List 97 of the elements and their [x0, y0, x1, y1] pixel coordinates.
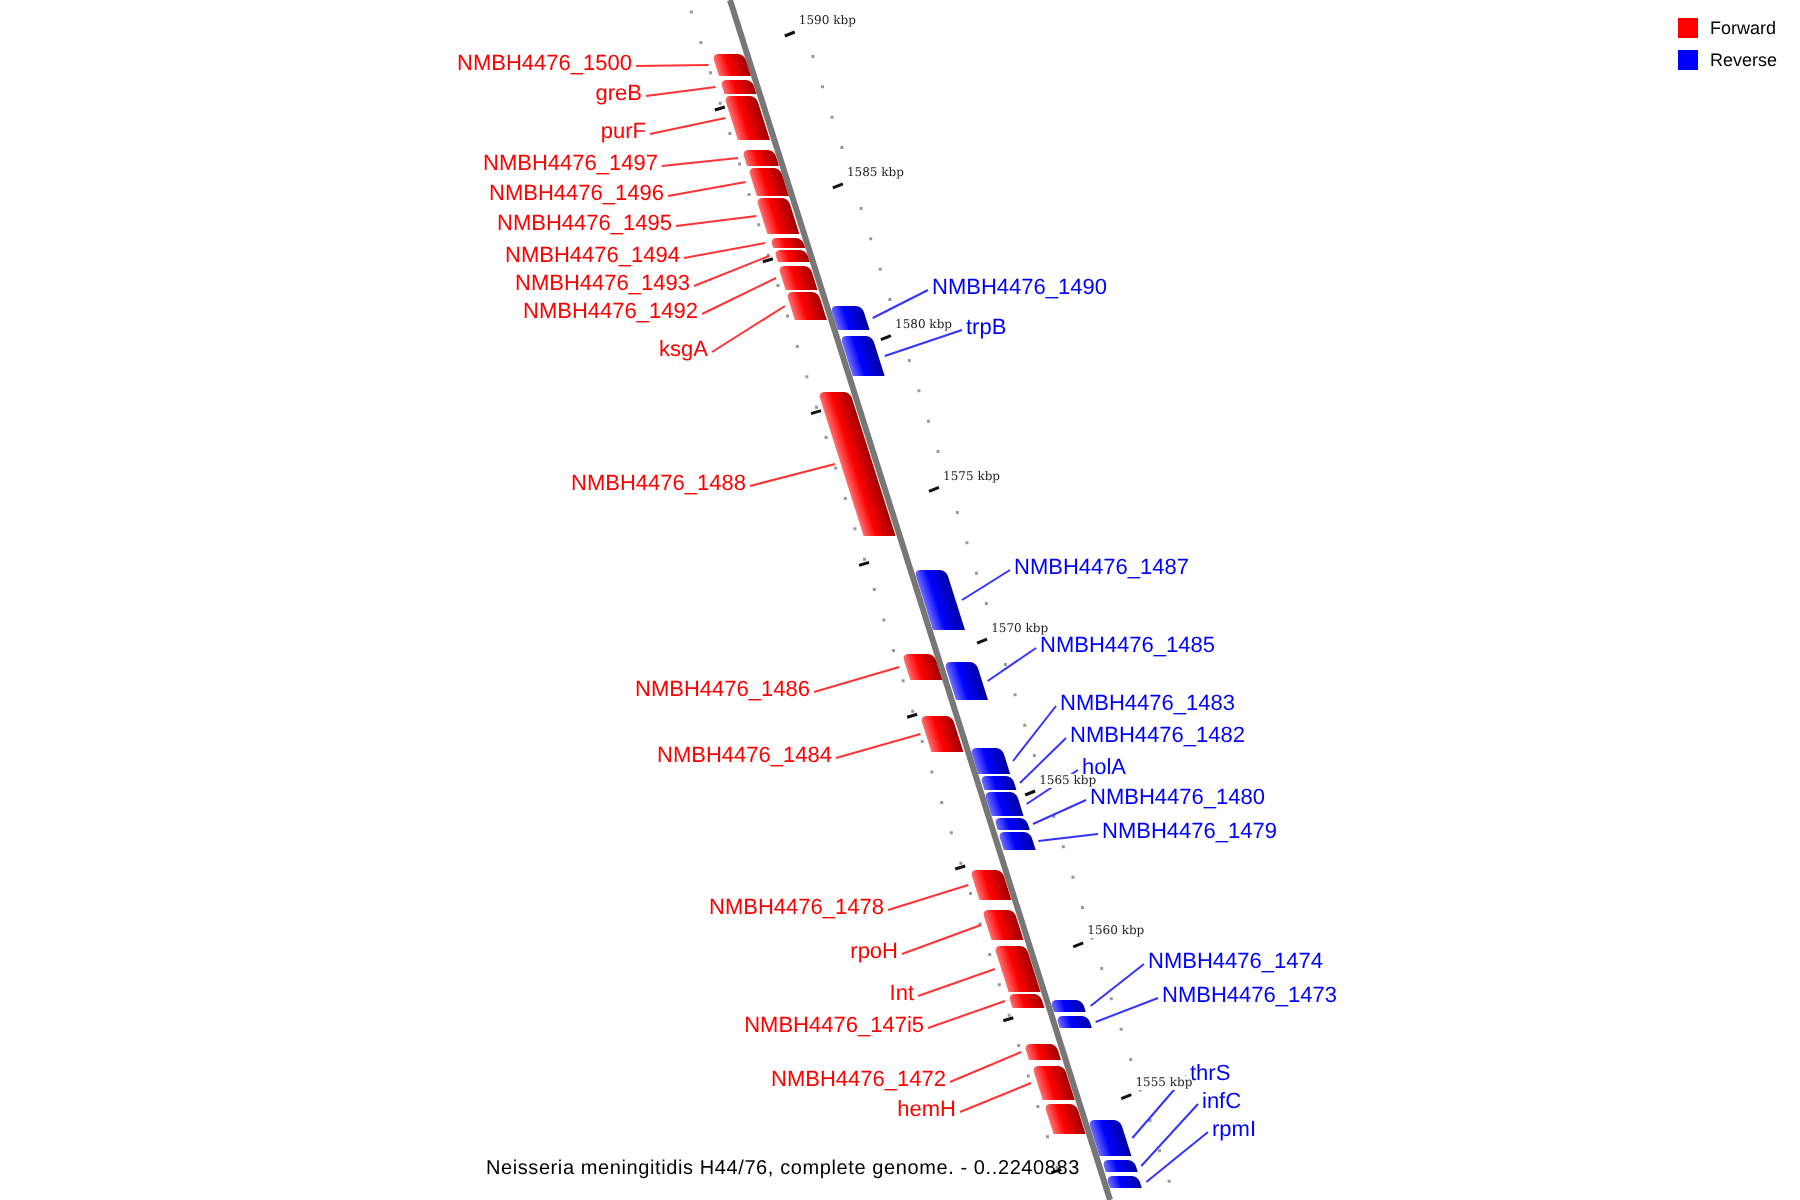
gene-block	[724, 96, 771, 140]
gene-block	[997, 832, 1036, 850]
gene-block	[969, 870, 1011, 900]
gene-block	[970, 748, 1012, 774]
gene-label: NMBH4476_1486	[635, 678, 810, 704]
gene-label: thrS	[1190, 1062, 1231, 1088]
leader-line	[813, 666, 901, 693]
leader-line	[635, 64, 710, 67]
leader-line	[887, 884, 970, 911]
gene-block	[1101, 1160, 1138, 1172]
gene-label: NMBH4476_147i5	[744, 1014, 924, 1040]
gene-label: NMBH4476_1492	[523, 300, 698, 326]
gene-label: rpmI	[1212, 1118, 1256, 1144]
gene-label: NMBH4476_1479	[1102, 820, 1277, 846]
gene-label: rpoH	[850, 940, 898, 966]
gene-block	[711, 54, 751, 76]
gene-label: NMBH4476_1488	[571, 472, 746, 498]
leader-line	[901, 924, 982, 955]
gene-label: NMBH4476_1485	[1040, 634, 1215, 660]
gene-block	[920, 716, 965, 752]
leader-line	[1019, 737, 1067, 784]
gene-label: trpB	[966, 316, 1007, 342]
leader-line	[749, 463, 836, 487]
gene-block	[778, 266, 818, 290]
gene-block	[1008, 994, 1046, 1008]
leader-line	[986, 647, 1037, 682]
gene-block	[1088, 1120, 1133, 1156]
leader-line	[917, 968, 996, 997]
gene-block	[786, 292, 828, 320]
gene-block	[982, 910, 1024, 940]
gene-label: NMBH4476_1472	[771, 1068, 946, 1094]
gene-label: NMBH4476_1483	[1060, 692, 1235, 718]
leader-line	[661, 157, 740, 167]
leader-line	[961, 569, 1011, 601]
gene-block	[747, 168, 789, 196]
leader-line	[711, 305, 786, 353]
gene-block	[1050, 1000, 1087, 1012]
gene-label: NMBH4476_1497	[483, 152, 658, 178]
leader-line	[927, 1000, 1006, 1029]
gene-label: infC	[1202, 1090, 1242, 1116]
gene-block	[719, 80, 756, 94]
gene-block	[914, 570, 966, 630]
leader-line	[949, 1051, 1023, 1083]
leader-line	[701, 277, 778, 315]
legend-label: Forward	[1710, 16, 1777, 42]
gene-label: NMBH4476_1478	[709, 896, 884, 922]
leader-line	[1012, 705, 1057, 762]
gene-label: NMBH4476_1496	[489, 182, 664, 208]
gene-label: NMBH4476_1490	[932, 276, 1107, 302]
leader-line	[1031, 799, 1087, 825]
gene-block	[979, 776, 1017, 790]
gene-label: NMBH4476_1495	[497, 212, 672, 238]
gene-block	[901, 654, 942, 680]
gene-block	[773, 250, 809, 262]
gene-label: NMBH4476_1480	[1090, 786, 1265, 812]
gene-block	[756, 198, 801, 234]
gene-label: NMBH4476_1493	[515, 272, 690, 298]
gene-label: hemH	[897, 1098, 956, 1124]
leader-line	[645, 86, 717, 97]
leader-line	[883, 329, 963, 357]
gene-block	[769, 238, 805, 248]
gene-block	[1043, 1104, 1086, 1134]
gene-label: greB	[595, 82, 642, 108]
gene-label: Int	[889, 982, 914, 1008]
gene-label: ksgA	[659, 338, 708, 364]
gene-block	[993, 946, 1041, 992]
gene-block	[1024, 1044, 1062, 1060]
gene-block	[984, 792, 1025, 816]
gene-label: NMBH4476_1500	[457, 52, 632, 78]
leader-line	[667, 181, 747, 197]
gene-label: purF	[600, 120, 646, 146]
leader-line	[693, 255, 771, 287]
leader-line	[675, 215, 758, 227]
gene-label: NMBH4476_1482	[1070, 724, 1245, 750]
legend-label: Reverse	[1710, 48, 1778, 74]
gene-label: NMBH4476_1473	[1162, 984, 1337, 1010]
leader-line	[1140, 1103, 1199, 1167]
leader-line	[649, 117, 727, 135]
gene-block	[830, 306, 871, 330]
gene-label: NMBH4476_1487	[1014, 556, 1189, 582]
leader-line	[1145, 1131, 1209, 1183]
gene-block	[1106, 1176, 1143, 1188]
leader-line	[1037, 833, 1099, 842]
leader-line	[1094, 997, 1159, 1023]
gene-label: NMBH4476_1494	[505, 244, 680, 270]
leader-line	[959, 1082, 1032, 1113]
caption: Neisseria meningitidis H44/76, complete genome. - 0..2240883	[485, 1156, 1080, 1182]
gene-label: NMBH4476_1484	[657, 744, 832, 770]
leader-line	[1089, 963, 1145, 1007]
leader-line	[871, 289, 929, 319]
leader-line	[835, 733, 922, 759]
gene-block	[993, 818, 1029, 830]
gene-label: NMBH4476_1474	[1148, 950, 1323, 976]
gene-block	[1055, 1016, 1092, 1028]
gene-block	[1031, 1066, 1075, 1100]
gene-block	[741, 150, 779, 166]
leader-line	[683, 242, 766, 259]
